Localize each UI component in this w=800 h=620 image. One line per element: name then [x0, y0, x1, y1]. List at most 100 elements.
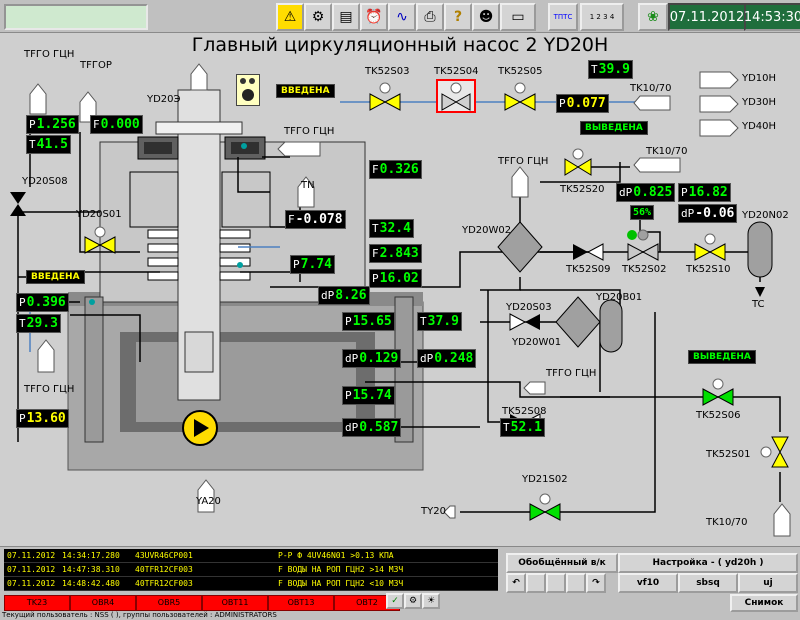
value-dp-neg006[interactable]: dP-0.06	[678, 204, 738, 223]
help-icon[interactable]: ?	[444, 3, 472, 31]
status-badge-vyvedena-2: ВЫВЕДЕНА	[688, 350, 756, 364]
label-tk52s10: TK52S10	[686, 264, 731, 275]
value-p-1602[interactable]: P16.02	[369, 269, 422, 288]
label-yd20s08: YD20S08	[22, 176, 68, 187]
tpts-button[interactable]: ТПТС	[548, 3, 578, 31]
alarm-obr4[interactable]: OBR4	[70, 595, 136, 611]
alarm-tk23[interactable]: TK23	[4, 595, 70, 611]
value-t-293[interactable]: T29.3	[16, 314, 61, 333]
monitor-icon[interactable]: ▭	[500, 3, 536, 31]
alarm-obt2[interactable]: OBT2	[334, 595, 400, 611]
value-p-1256[interactable]: P1.256	[26, 115, 79, 134]
valve-tk52s01[interactable]	[760, 436, 789, 468]
key-switch-icon[interactable]	[236, 74, 260, 106]
valve-tk52s02[interactable]	[627, 229, 659, 261]
value-f-2843[interactable]: F2.843	[369, 244, 422, 263]
valve-tk52s09[interactable]	[573, 243, 604, 261]
yd30h-arrow	[699, 95, 739, 113]
valve-tk52s03[interactable]	[369, 82, 401, 111]
back-icon[interactable]: ↶	[506, 573, 526, 593]
plant-icon[interactable]: ❀	[638, 3, 668, 31]
value-number: 39.9	[598, 62, 630, 77]
value-dp-0587[interactable]: dP0.587	[342, 418, 402, 437]
value-p-1360[interactable]: P13.60	[16, 409, 69, 428]
lamp-icon[interactable]: ☀	[422, 593, 440, 609]
settings-icon[interactable]: ⚙	[404, 593, 422, 609]
grid-label: 1	[589, 13, 595, 21]
grid-button[interactable]: 1 2 3 4	[580, 3, 624, 31]
forward-icon[interactable]: ↷	[586, 573, 606, 593]
valve-yd20s01[interactable]	[84, 226, 116, 254]
value-p-1574[interactable]: P15.74	[342, 386, 395, 405]
impeller-icon[interactable]	[182, 410, 218, 446]
value-p-774[interactable]: P7.74	[290, 255, 335, 274]
blank-button[interactable]	[546, 573, 566, 593]
value-t-415[interactable]: T41.5	[26, 135, 71, 154]
value-number: 7.74	[300, 257, 332, 272]
operator-icon[interactable]: ☻	[472, 3, 500, 31]
process-mimic	[10, 63, 791, 537]
value-t-399[interactable]: T39.9	[588, 60, 633, 79]
value-f-0000[interactable]: F0.000	[90, 115, 143, 134]
valve-tk52s20[interactable]	[564, 148, 592, 176]
value-dp-0248[interactable]: dP0.248	[417, 349, 477, 368]
vf10-button[interactable]: vf10	[618, 573, 678, 593]
heat-exchanger-yd20w02[interactable]	[497, 221, 543, 273]
value-dp-0129[interactable]: dP0.129	[342, 349, 402, 368]
value-number: 52.1	[510, 420, 542, 435]
value-t-324[interactable]: T32.4	[369, 219, 414, 238]
value-dp-0825[interactable]: dP0.825	[616, 183, 676, 202]
trend-icon[interactable]: ∿	[388, 3, 416, 31]
value-number: 0.396	[26, 295, 66, 310]
blank-button[interactable]	[526, 573, 546, 593]
value-p-0077[interactable]: P0.077	[556, 94, 609, 113]
acknowledge-icon[interactable]: ✓	[386, 593, 404, 609]
value-dp-826[interactable]: dP8.26	[318, 286, 370, 305]
vessel-yd20n02[interactable]	[747, 221, 773, 278]
value-f-0326[interactable]: F0.326	[369, 160, 422, 179]
gear-icon[interactable]: ⚙	[304, 3, 332, 31]
document-icon[interactable]: ▤	[332, 3, 360, 31]
value-percent-56[interactable]: 56%	[630, 205, 655, 220]
valve-tk52s10[interactable]	[694, 233, 726, 261]
value-p-0396[interactable]: P0.396	[16, 293, 69, 312]
heat-exchanger-yd20w01[interactable]	[555, 296, 601, 348]
ty20-arrow	[443, 505, 456, 519]
generalized-button[interactable]: Обобщённый в/к	[506, 553, 618, 573]
vessel-yd20b01[interactable]	[599, 299, 623, 353]
value-f-neg0078[interactable]: F-0.078	[285, 210, 346, 229]
value-t-521[interactable]: T52.1	[500, 418, 545, 437]
label-tk52s08: TK52S08	[502, 406, 547, 417]
value-p-1565[interactable]: P15.65	[342, 312, 395, 331]
valve-tk52s06[interactable]	[702, 378, 734, 406]
snapshot-button[interactable]: Снимок	[730, 594, 798, 612]
value-t-379[interactable]: T37.9	[417, 312, 462, 331]
valve-yd21s02[interactable]	[529, 493, 561, 521]
warning-icon[interactable]: ⚠	[276, 3, 304, 31]
tk10-70-arrow-1	[633, 95, 671, 111]
label-tk52s01: TK52S01	[706, 449, 751, 460]
valve-yd20s03[interactable]	[509, 313, 540, 331]
alarm-obt13[interactable]: OBT13	[268, 595, 334, 611]
event-message: P-P Ф 4UV46N01 >0.13 КПА	[278, 551, 394, 560]
alarm-obt11[interactable]: OBT11	[202, 595, 268, 611]
tfgo4-arrow	[511, 166, 529, 198]
value-p-1682[interactable]: P16.82	[678, 183, 731, 202]
printer-icon[interactable]: ⎙	[416, 3, 444, 31]
valve-tk52s04[interactable]	[436, 79, 476, 113]
settings-button[interactable]: Настройка - ( yd20h )	[618, 553, 798, 573]
clock-icon[interactable]: ⏰	[360, 3, 388, 31]
value-number: 13.60	[26, 411, 66, 426]
alarm-obr5[interactable]: OBR5	[136, 595, 202, 611]
valve-yd20s08[interactable]	[10, 192, 26, 216]
blank-button[interactable]	[566, 573, 586, 593]
uj-button[interactable]: uj	[738, 573, 798, 593]
valve-tk52s05[interactable]	[504, 82, 536, 111]
tfgo3-arrow-up	[37, 339, 55, 373]
top-input-field[interactable]	[4, 4, 148, 30]
tfgo2-arrow-left	[277, 141, 321, 157]
sbsq-button[interactable]: sbsq	[678, 573, 738, 593]
